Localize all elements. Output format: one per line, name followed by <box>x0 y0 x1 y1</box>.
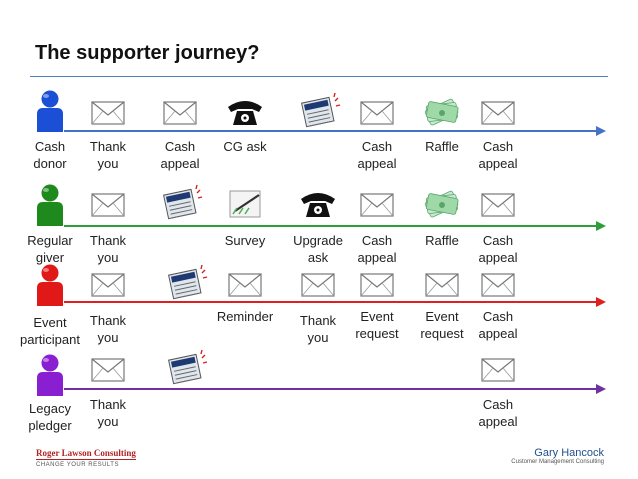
segment-label: Cash donor <box>33 139 67 171</box>
newspaper-icon <box>163 184 203 220</box>
touchpoint-label: Thank you <box>89 397 127 429</box>
survey-form-icon <box>229 190 261 218</box>
right-brand-tagline: Customer Management Consulting <box>511 459 604 465</box>
envelope-icon <box>91 101 125 125</box>
person-icon <box>37 90 63 132</box>
segment-label: Event participant <box>20 315 80 347</box>
envelope-icon <box>360 273 394 297</box>
touchpoint-label: Thank you <box>299 313 337 345</box>
envelope-icon <box>301 273 335 297</box>
envelope-icon <box>481 273 515 297</box>
touchpoint-label: Cash appeal <box>478 397 518 429</box>
newspaper-icon <box>301 92 341 128</box>
telephone-icon <box>301 193 335 217</box>
segment-label: Regular giver <box>27 233 73 265</box>
roger-lawson-logo: Roger Lawson Consulting CHANGE YOUR RESU… <box>36 448 136 468</box>
slide-title: The supporter journey? <box>35 42 260 64</box>
journey-line <box>64 126 606 136</box>
left-logo-name: Roger Lawson Consulting <box>36 448 136 460</box>
touchpoint-label: Cash appeal <box>357 139 397 171</box>
touchpoint-label: Survey <box>224 233 266 248</box>
envelope-icon <box>425 273 459 297</box>
touchpoint-label: Cash appeal <box>478 139 518 171</box>
journey-line <box>64 297 606 307</box>
title-rule <box>30 76 608 77</box>
touchpoint-label: Raffle <box>425 233 459 248</box>
envelope-icon <box>481 358 515 382</box>
envelope-icon <box>91 358 125 382</box>
envelope-icon <box>91 193 125 217</box>
raffle-tickets-icon <box>424 98 459 126</box>
touchpoint-label: Event request <box>355 309 399 341</box>
touchpoint-label: Cash appeal <box>478 233 518 265</box>
touchpoint-label: Reminder <box>216 309 274 324</box>
raffle-tickets-icon <box>424 190 459 218</box>
envelope-icon <box>481 193 515 217</box>
envelope-icon <box>360 193 394 217</box>
envelope-icon <box>163 101 197 125</box>
envelope-icon <box>481 101 515 125</box>
person-icon <box>37 184 63 226</box>
newspaper-icon <box>168 264 208 300</box>
newspaper-icon <box>168 349 208 385</box>
gary-hancock-brand: Gary Hancock Customer Management Consult… <box>511 447 604 465</box>
touchpoint-label: Upgrade ask <box>293 233 343 265</box>
touchpoint-label: Raffle <box>425 139 459 154</box>
envelope-icon <box>228 273 262 297</box>
touchpoint-label: CG ask <box>223 139 267 154</box>
touchpoint-label: Cash appeal <box>357 233 397 265</box>
person-icon <box>37 264 63 306</box>
touchpoint-label: Thank you <box>89 313 127 345</box>
touchpoint-label: Thank you <box>89 139 127 171</box>
journey-line <box>64 221 606 231</box>
touchpoint-label: Cash appeal <box>478 309 518 341</box>
touchpoint-label: Cash appeal <box>160 139 200 171</box>
envelope-icon <box>360 101 394 125</box>
telephone-icon <box>228 101 262 125</box>
segment-label: Legacy pledger <box>28 401 72 433</box>
right-brand-name: Gary Hancock <box>534 447 604 459</box>
journey-line <box>64 384 606 394</box>
touchpoint-label: Thank you <box>89 233 127 265</box>
touchpoint-label: Event request <box>420 309 464 341</box>
left-logo-tagline: CHANGE YOUR RESULTS <box>36 462 119 468</box>
envelope-icon <box>91 273 125 297</box>
person-icon <box>37 354 63 396</box>
